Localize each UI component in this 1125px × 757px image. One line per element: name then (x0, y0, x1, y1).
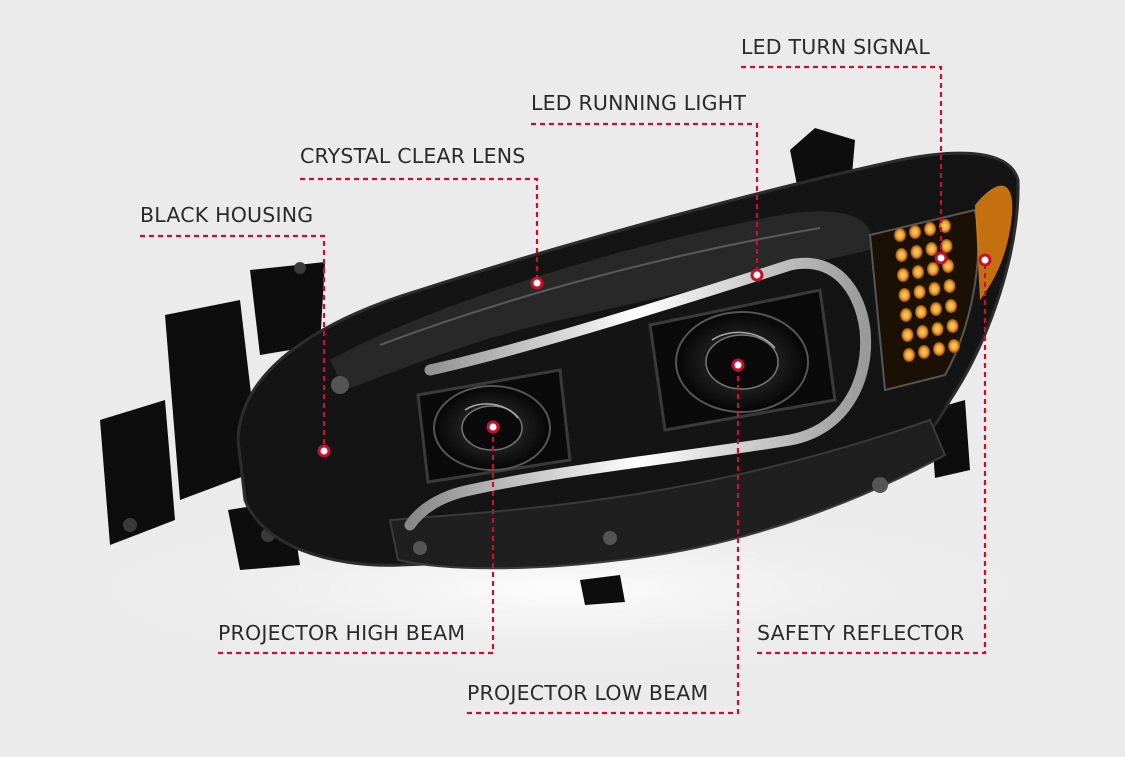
amber-led (910, 245, 923, 259)
amber-led (945, 299, 957, 313)
amber-led (948, 339, 960, 353)
target-dot-projector-low-beam (731, 358, 745, 372)
amber-led (909, 225, 921, 239)
amber-led (928, 282, 941, 296)
amber-led (916, 325, 929, 339)
label-led-running-light: LED RUNNING LIGHT (531, 91, 747, 115)
amber-led (918, 345, 930, 359)
amber-led (913, 285, 926, 299)
amber-led (924, 222, 936, 236)
led-running-light-bar (404, 257, 872, 531)
leader-projector-high-beam (218, 427, 495, 655)
amber-led (927, 262, 939, 276)
label-projector-low-beam: PROJECTOR LOW BEAM (467, 681, 709, 705)
housing-fasteners (331, 376, 888, 555)
amber-led (931, 322, 944, 336)
amber-led (903, 348, 915, 362)
clear-lens-sheen (330, 211, 872, 390)
leader-crystal-clear-lens (300, 177, 539, 283)
led-turn-signal-cluster (868, 185, 1013, 392)
amber-led (930, 302, 942, 316)
label-safety-reflector: SAFETY REFLECTOR (757, 621, 965, 645)
amber-led (940, 239, 953, 253)
amber-led (897, 268, 909, 282)
leader-led-running-light (531, 122, 759, 275)
amber-led (912, 265, 924, 279)
amber-led (898, 288, 911, 302)
target-dot-led-turn-signal (934, 251, 948, 265)
leader-safety-reflector (757, 260, 987, 655)
target-dot-black-housing (317, 444, 331, 458)
amber-led (894, 228, 906, 242)
amber-led (943, 279, 956, 293)
target-dot-crystal-clear-lens (530, 276, 544, 290)
amber-led (946, 319, 959, 333)
leader-projector-low-beam (467, 365, 740, 715)
target-dot-projector-high-beam (486, 420, 500, 434)
target-dot-safety-reflector (978, 253, 992, 267)
amber-led (915, 305, 927, 319)
amber-led (901, 328, 914, 342)
label-black-housing: BLACK HOUSING (140, 203, 314, 227)
leader-black-housing (140, 234, 326, 451)
leader-led-turn-signal (741, 65, 943, 258)
target-dot-led-running-light (750, 268, 764, 282)
amber-led (925, 242, 938, 256)
amber-led (895, 248, 908, 262)
label-led-turn-signal: LED TURN SIGNAL (741, 35, 931, 59)
callout-leader-lines (140, 65, 992, 715)
amber-led (900, 308, 912, 322)
label-crystal-clear-lens: CRYSTAL CLEAR LENS (300, 144, 526, 168)
label-projector-high-beam: PROJECTOR HIGH BEAM (218, 621, 466, 645)
amber-led (933, 342, 945, 356)
